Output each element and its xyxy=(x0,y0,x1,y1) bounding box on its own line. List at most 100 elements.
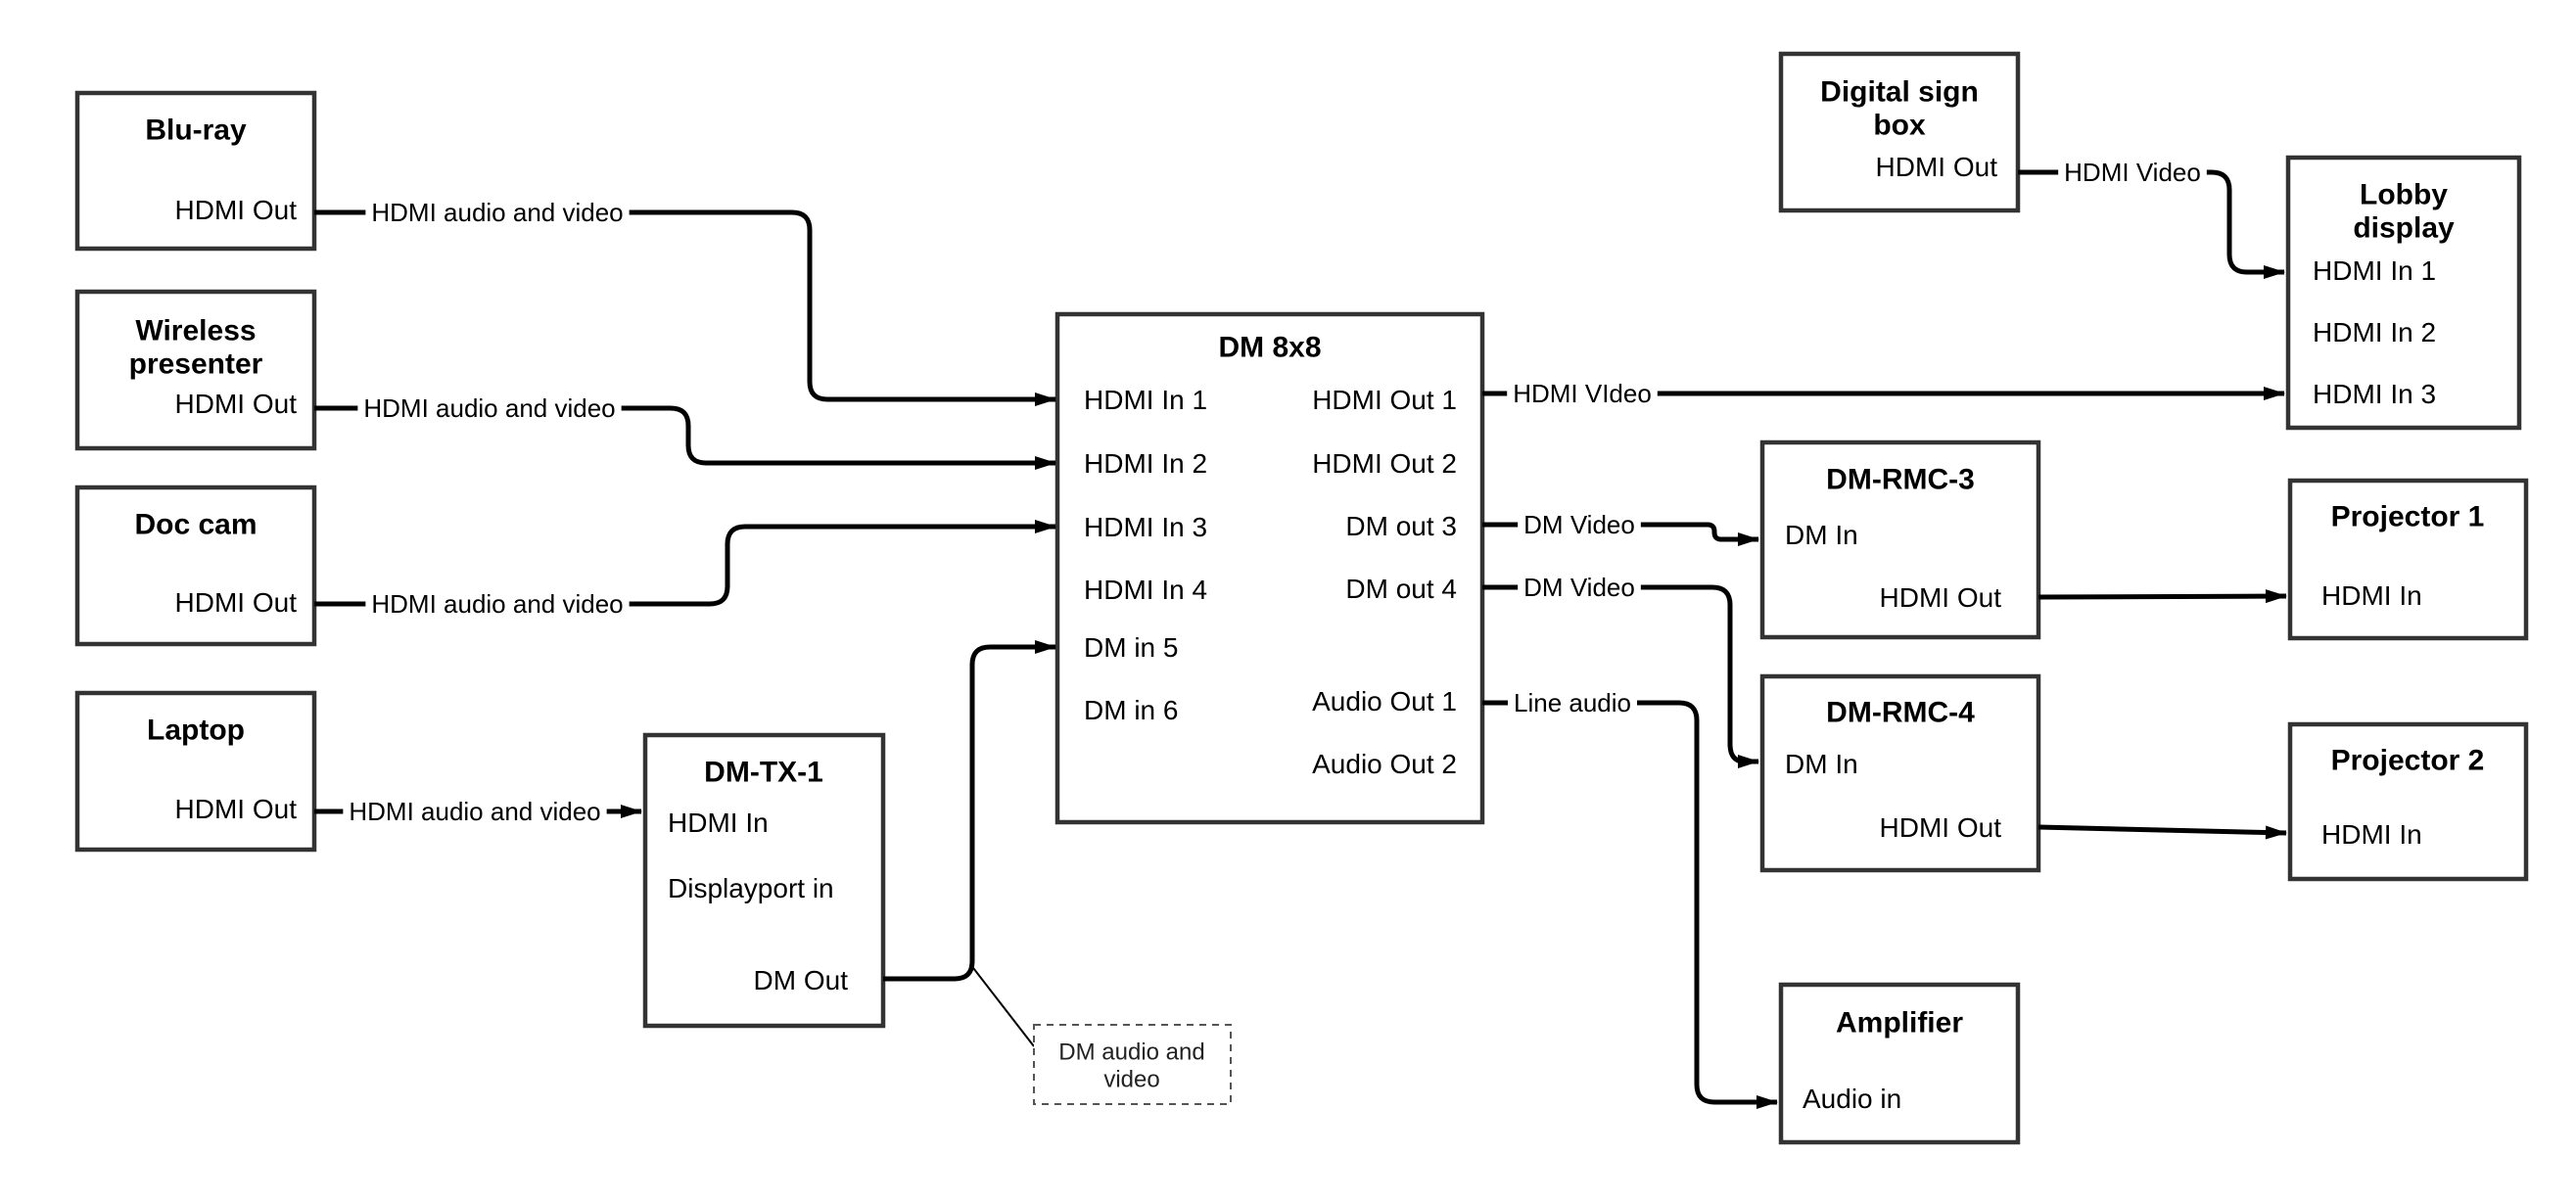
node-dm-rmc-4[interactable]: DM-RMC-4 DM In HDMI Out xyxy=(1759,673,2041,873)
edge-label-bg xyxy=(365,197,630,229)
edge-rmc4-to-projector2[interactable] xyxy=(2037,824,2287,840)
edge-dm8x8-out3-to-rmc3[interactable] xyxy=(1482,522,1759,546)
port-hdmi-in: HDMI In xyxy=(2321,819,2422,850)
node-title: DM-RMC-4 xyxy=(1826,697,1975,729)
edge-label: DM Video xyxy=(1523,510,1635,539)
port-hdmi-out: HDMI Out xyxy=(175,389,298,419)
edge-label-bg xyxy=(343,796,607,828)
node-box xyxy=(2287,478,2529,641)
edge-dm8x8-audio1-to-amp[interactable] xyxy=(1482,700,1778,1109)
edge-dm8x8-out4-to-rmc4[interactable] xyxy=(1482,584,1759,768)
node-title: Digital sign xyxy=(1820,76,1979,109)
edge-label-bg xyxy=(1518,509,1641,541)
node-box xyxy=(2285,155,2522,431)
edge-label-bg xyxy=(1508,687,1637,719)
edge-label-bg xyxy=(357,393,622,425)
node-title: Projector 2 xyxy=(2331,745,2485,777)
port-hdmi-in-3: HDMI In 3 xyxy=(2313,379,2436,409)
node-title: display xyxy=(2353,212,2455,245)
edge-label-bg xyxy=(2058,157,2207,189)
node-box xyxy=(1759,439,2041,640)
node-title: Projector 1 xyxy=(2331,501,2485,533)
node-projector-1[interactable]: Projector 1 HDMI In xyxy=(2287,478,2529,641)
node-box xyxy=(74,289,317,451)
node-box xyxy=(74,690,317,853)
edge-wireless-to-dm8x8-in2[interactable] xyxy=(314,405,1056,470)
edge-label: HDMI audio and video xyxy=(371,198,623,227)
node-box xyxy=(74,485,317,647)
port-hdmi-out: HDMI Out xyxy=(1876,152,1998,182)
edge-bluray-to-dm8x8-in1[interactable] xyxy=(314,209,1056,406)
port-displayport-in: Displayport in xyxy=(668,873,834,903)
port-hdmi-out: HDMI Out xyxy=(175,195,298,225)
edge-label-bg xyxy=(1518,572,1641,604)
port-dm-out-3: DM out 3 xyxy=(1345,511,1457,541)
node-projector-2[interactable]: Projector 2 HDMI In xyxy=(2287,721,2529,882)
node-title: Blu-ray xyxy=(145,115,247,147)
node-title: Lobby xyxy=(2360,179,2448,211)
node-title: Amplifier xyxy=(1836,1007,1963,1039)
node-box xyxy=(1759,673,2041,873)
port-audio-in: Audio in xyxy=(1803,1084,1901,1114)
node-title: box xyxy=(1873,110,1926,142)
note-leader-line xyxy=(969,963,1035,1047)
port-audio-out-1: Audio Out 1 xyxy=(1312,686,1457,716)
port-hdmi-out: HDMI Out xyxy=(175,587,298,618)
edge-doccam-to-dm8x8-in3[interactable] xyxy=(314,520,1056,607)
port-hdmi-in: HDMI In xyxy=(2321,580,2422,611)
node-title: DM-TX-1 xyxy=(704,757,823,789)
node-title: Doc cam xyxy=(134,509,257,541)
port-hdmi-in: HDMI In xyxy=(668,808,769,838)
node-title: Wireless xyxy=(135,315,256,347)
edge-rmc3-to-projector1[interactable] xyxy=(2037,589,2287,604)
port-dm-in: DM In xyxy=(1785,749,1858,779)
node-title: DM 8x8 xyxy=(1218,332,1321,364)
port-hdmi-in-4: HDMI In 4 xyxy=(1084,575,1207,605)
port-hdmi-in-2: HDMI In 2 xyxy=(1084,448,1207,479)
port-hdmi-in-1: HDMI In 1 xyxy=(1084,385,1207,415)
port-dm-in-5: DM in 5 xyxy=(1084,632,1178,663)
port-dm-in-6: DM in 6 xyxy=(1084,695,1178,725)
node-box xyxy=(1778,51,2021,213)
note-text: video xyxy=(1103,1066,1159,1092)
edge-label-bg xyxy=(1507,378,1658,410)
port-hdmi-in-2: HDMI In 2 xyxy=(2313,317,2436,347)
node-box xyxy=(74,90,317,252)
edge-label: HDMI Video xyxy=(2064,158,2201,187)
edge-label: HDMI audio and video xyxy=(363,393,615,423)
node-box xyxy=(1054,311,1485,825)
port-audio-out-2: Audio Out 2 xyxy=(1312,749,1457,779)
node-title: presenter xyxy=(129,348,263,381)
port-dm-out-4: DM out 4 xyxy=(1345,574,1457,604)
port-hdmi-out-2: HDMI Out 2 xyxy=(1312,448,1457,479)
edge-label: DM Video xyxy=(1523,573,1635,602)
port-dm-out: DM Out xyxy=(754,965,849,995)
node-title: Laptop xyxy=(147,715,245,747)
port-hdmi-in-1: HDMI In 1 xyxy=(2313,255,2436,286)
node-box xyxy=(1778,982,2021,1145)
edge-label-bg xyxy=(365,588,630,621)
node-box xyxy=(2287,721,2529,882)
port-hdmi-out: HDMI Out xyxy=(1880,812,2002,843)
edge-label: HDMI audio and video xyxy=(349,797,600,826)
port-hdmi-in-3: HDMI In 3 xyxy=(1084,512,1207,542)
edge-dmtx-to-dm8x8-dmin5[interactable] xyxy=(883,640,1056,982)
edge-digisign-to-lobby-in1[interactable] xyxy=(2018,169,2285,279)
edge-label: HDMI audio and video xyxy=(371,589,623,619)
edge-label: Line audio xyxy=(1514,688,1631,717)
port-hdmi-out-1: HDMI Out 1 xyxy=(1312,385,1457,415)
note-text: DM audio and xyxy=(1058,1039,1204,1065)
